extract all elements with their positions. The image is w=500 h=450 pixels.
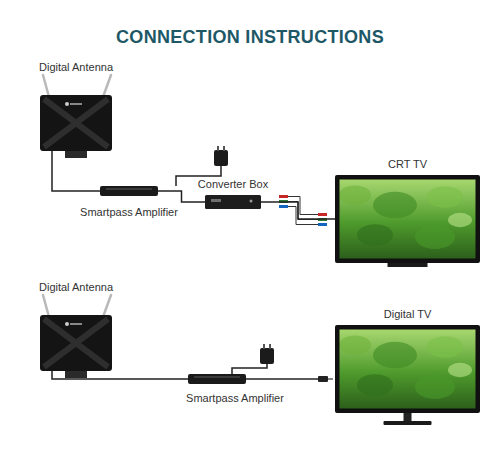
amp-shape	[188, 374, 246, 384]
device-label: Smartpass Amplifier	[80, 206, 178, 218]
device-label: Digital Antenna	[39, 281, 113, 293]
tv-shape	[335, 325, 480, 413]
power-adapter	[232, 344, 274, 374]
tv-device: Digital TV	[335, 325, 480, 413]
antenna-shape	[40, 95, 112, 151]
amplifier-device: Smartpass Amplifier	[188, 374, 246, 384]
cable	[158, 191, 205, 202]
antenna-device: Digital Antenna	[40, 315, 112, 371]
box-shape	[205, 195, 261, 209]
amplifier-device: Smartpass Amplifier	[100, 186, 158, 196]
tv-device: CRT TV	[335, 175, 480, 263]
converter-box: Converter Box	[205, 195, 261, 209]
amp-shape	[100, 186, 158, 196]
antenna-device: Digital Antenna	[40, 95, 112, 151]
diagram-title: CONNECTION INSTRUCTIONS	[0, 27, 500, 48]
antenna-shape	[40, 315, 112, 371]
crt-shape	[335, 175, 480, 263]
device-label: CRT TV	[388, 158, 427, 170]
cable	[261, 202, 335, 219]
output-cable	[246, 376, 333, 382]
device-label: Smartpass Amplifier	[186, 392, 284, 404]
device-label: Digital TV	[384, 308, 431, 320]
device-label: Digital Antenna	[39, 61, 113, 73]
device-label: Converter Box	[198, 178, 268, 190]
component-plugs	[279, 195, 327, 226]
